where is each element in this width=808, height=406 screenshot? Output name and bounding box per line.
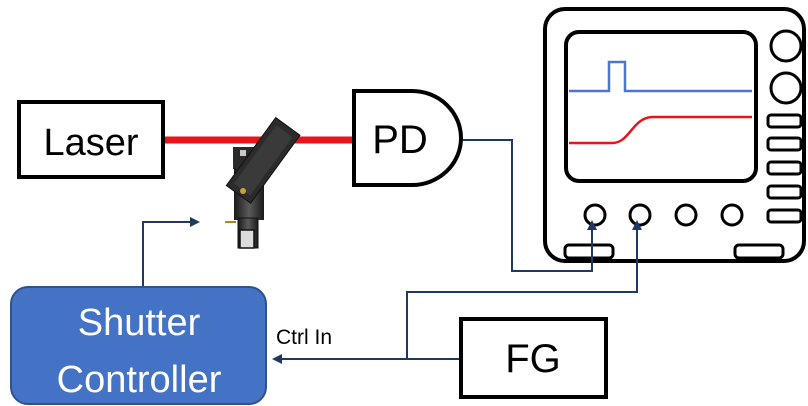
function-generator-box: FG bbox=[459, 317, 608, 399]
scope-knob-1[interactable] bbox=[769, 29, 803, 63]
photodiode-box: PD bbox=[352, 89, 463, 187]
scope-knob-2[interactable] bbox=[769, 71, 803, 105]
scope-input-ch4[interactable] bbox=[720, 203, 744, 227]
shutter-controller-box: Shutter Controller bbox=[10, 286, 267, 405]
shutter-controller-label-line2: Controller bbox=[57, 359, 222, 401]
scope-button-4[interactable] bbox=[766, 184, 803, 200]
laser-box: Laser bbox=[17, 100, 165, 179]
scope-button-2[interactable] bbox=[766, 136, 803, 152]
scope-input-ch2[interactable] bbox=[628, 203, 652, 227]
wire-controller-to-shutter bbox=[142, 217, 200, 287]
shutter-controller-label-line1: Shutter bbox=[78, 302, 201, 344]
wire-pd-to-scope bbox=[463, 139, 597, 272]
oscilloscope-left-foot bbox=[563, 243, 615, 260]
scope-button-5[interactable] bbox=[766, 208, 803, 224]
photodiode-label: PD bbox=[372, 118, 428, 162]
function-generator-label: FG bbox=[505, 337, 561, 381]
oscilloscope-screen bbox=[564, 30, 758, 183]
scope-trace-bottom bbox=[569, 115, 752, 145]
oscilloscope bbox=[543, 7, 806, 263]
scope-button-3[interactable] bbox=[766, 160, 803, 176]
scope-input-ch1[interactable] bbox=[583, 203, 607, 227]
scope-button-1[interactable] bbox=[766, 113, 803, 129]
scope-input-ch3[interactable] bbox=[674, 203, 698, 227]
scope-trace-top bbox=[569, 60, 752, 93]
ctrl-in-label: Ctrl In bbox=[276, 326, 332, 349]
oscilloscope-right-foot bbox=[733, 243, 785, 260]
wire-fg-to-scope bbox=[406, 220, 642, 359]
laser-label: Laser bbox=[43, 122, 138, 164]
shutter-device bbox=[225, 116, 301, 249]
